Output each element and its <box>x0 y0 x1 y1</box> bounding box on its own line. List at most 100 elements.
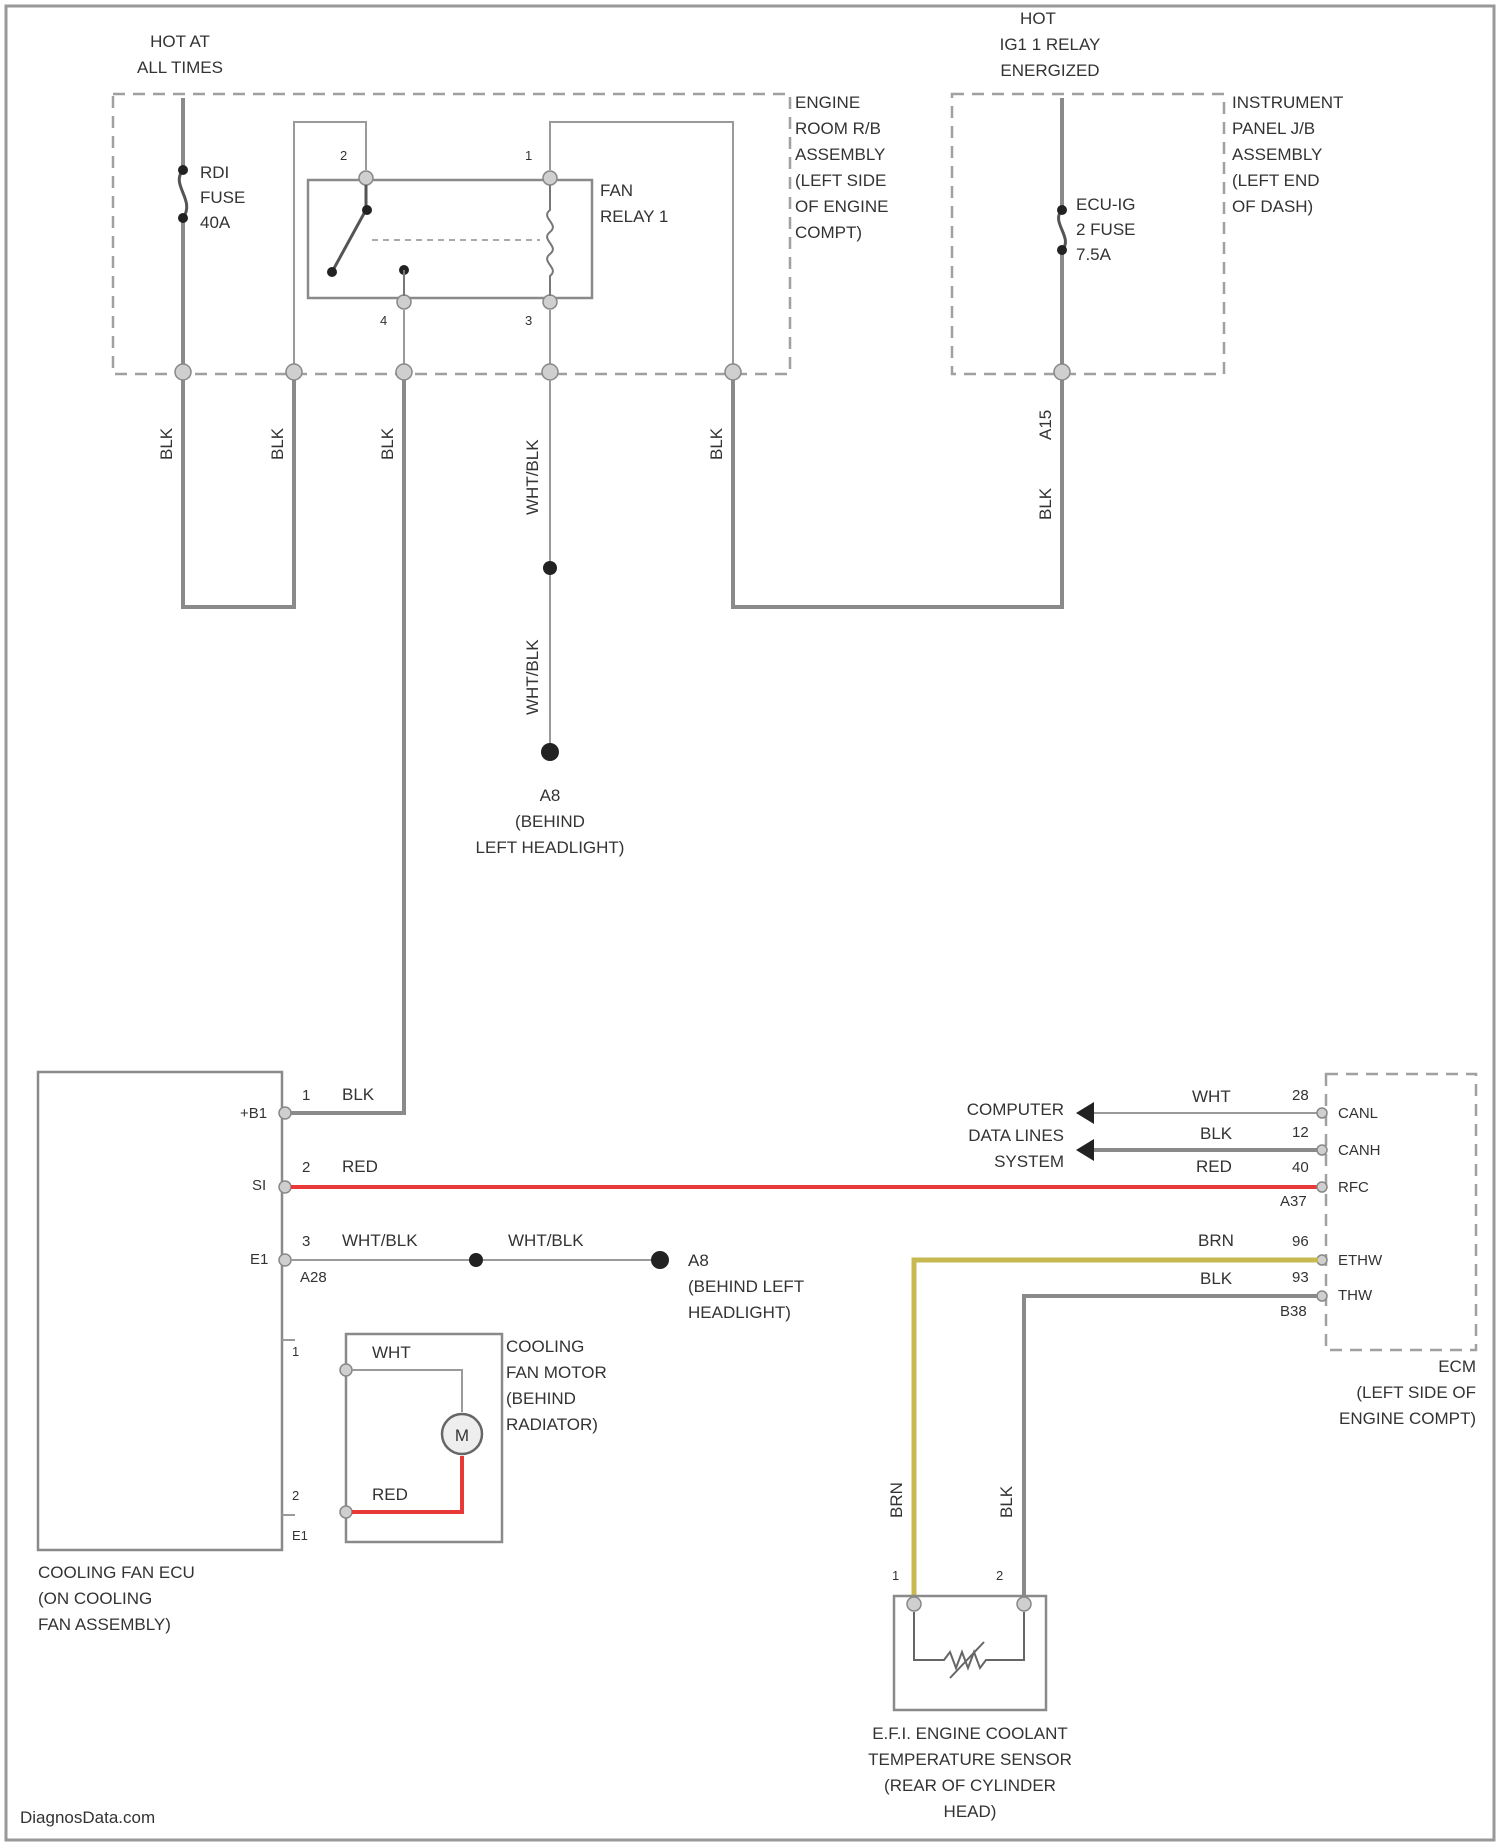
brn-label-ecm: BRN <box>1198 1231 1234 1250</box>
svg-text:ECM: ECM <box>1438 1357 1476 1376</box>
fan-power-wire <box>285 380 404 1113</box>
svg-text:96: 96 <box>1292 1233 1309 1250</box>
ground-a8-right-label: A8 (BEHIND LEFT HEADLIGHT) <box>688 1251 804 1322</box>
svg-text:COOLING: COOLING <box>506 1337 584 1356</box>
svg-text:COMPT): COMPT) <box>795 223 862 242</box>
svg-text:HEADLIGHT): HEADLIGHT) <box>688 1303 791 1322</box>
svg-text:1: 1 <box>302 1087 310 1104</box>
fan-motor-label: COOLING FAN MOTOR (BEHIND RADIATOR) <box>506 1337 607 1434</box>
ecm-label: ECM (LEFT SIDE OF ENGINE COMPT) <box>1339 1357 1476 1428</box>
svg-text:E1: E1 <box>250 1251 268 1268</box>
engine-room-jb-box <box>113 94 790 374</box>
svg-text:FUSE: FUSE <box>200 188 245 207</box>
jb-connector-terminals <box>175 364 1070 380</box>
red-label-ecm: RED <box>1196 1157 1232 1176</box>
svg-text:LEFT HEADLIGHT): LEFT HEADLIGHT) <box>476 838 625 857</box>
ethw-brn-wire <box>914 1260 1318 1600</box>
blk-label-ecu: BLK <box>342 1085 375 1104</box>
svg-text:COOLING FAN ECU: COOLING FAN ECU <box>38 1563 195 1582</box>
relay-coil-icon <box>547 185 553 296</box>
svg-text:(BEHIND LEFT: (BEHIND LEFT <box>688 1277 804 1296</box>
fan-relay-label: FAN RELAY 1 <box>600 181 668 226</box>
svg-text:B38: B38 <box>1280 1303 1307 1320</box>
blk-label-3: BLK <box>378 427 397 460</box>
svg-text:1: 1 <box>292 1344 299 1359</box>
arrow-canh-icon <box>1076 1139 1094 1161</box>
blk-label-canh: BLK <box>1200 1124 1233 1143</box>
blk-label-1: BLK <box>157 427 176 460</box>
svg-text:ASSEMBLY: ASSEMBLY <box>1232 145 1322 164</box>
connector-a15-label: A15 <box>1036 410 1055 440</box>
red-label-ecu: RED <box>342 1157 378 1176</box>
svg-text:A37: A37 <box>1280 1193 1307 1210</box>
svg-text:TEMPERATURE SENSOR: TEMPERATURE SENSOR <box>868 1750 1072 1769</box>
svg-text:2: 2 <box>292 1488 299 1503</box>
ecu-ig-fuse-label: ECU-IG 2 FUSE 7.5A <box>1076 195 1136 264</box>
page-frame <box>6 6 1494 1840</box>
svg-text:CANH: CANH <box>1338 1142 1381 1159</box>
svg-text:40: 40 <box>1292 1159 1309 1176</box>
ect-sensor-label: E.F.I. ENGINE COOLANT TEMPERATURE SENSOR… <box>868 1724 1072 1821</box>
ecu-ig-fuse-icon <box>1059 210 1066 250</box>
svg-text:(REAR OF CYLINDER: (REAR OF CYLINDER <box>884 1776 1056 1795</box>
svg-text:2: 2 <box>996 1568 1003 1583</box>
svg-text:DATA LINES: DATA LINES <box>968 1126 1064 1145</box>
hot-ig1-label-1: HOT <box>1020 9 1056 28</box>
svg-text:+B1: +B1 <box>240 1105 267 1122</box>
svg-text:COMPUTER: COMPUTER <box>967 1100 1064 1119</box>
svg-text:HEAD): HEAD) <box>944 1802 997 1821</box>
svg-text:SI: SI <box>252 1177 266 1194</box>
svg-text:ENGINE: ENGINE <box>795 93 860 112</box>
svg-text:(LEFT END: (LEFT END <box>1232 171 1320 190</box>
ecm-pins: 28 12 40 A37 96 93 B38 CANL CANH RFC ETH… <box>1280 1087 1383 1320</box>
wht-label-canl: WHT <box>1192 1087 1231 1106</box>
hot-at-all-times-label-2: ALL TIMES <box>137 58 223 77</box>
relay-switch-icon <box>332 185 367 272</box>
svg-text:RADIATOR): RADIATOR) <box>506 1415 598 1434</box>
svg-text:RDI: RDI <box>200 163 229 182</box>
svg-text:RELAY 1: RELAY 1 <box>600 207 668 226</box>
svg-text:(LEFT SIDE: (LEFT SIDE <box>795 171 886 190</box>
svg-text:28: 28 <box>1292 1087 1309 1104</box>
svg-text:E1: E1 <box>292 1528 308 1543</box>
hot-ig1-label-3: ENERGIZED <box>1000 61 1099 80</box>
relay-coil-wire <box>550 122 733 372</box>
brn-label-sensor: BRN <box>887 1482 906 1518</box>
cooling-fan-ecu-label: COOLING FAN ECU (ON COOLING FAN ASSEMBLY… <box>38 1563 195 1634</box>
svg-text:2: 2 <box>340 148 347 163</box>
svg-text:A8: A8 <box>540 786 561 805</box>
svg-text:A28: A28 <box>300 1269 327 1286</box>
svg-text:2: 2 <box>302 1159 310 1176</box>
svg-text:1: 1 <box>525 148 532 163</box>
svg-text:(BEHIND: (BEHIND <box>515 812 585 831</box>
cooling-fan-ecu-box <box>38 1072 282 1550</box>
svg-text:PANEL J/B: PANEL J/B <box>1232 119 1315 138</box>
svg-text:(BEHIND: (BEHIND <box>506 1389 576 1408</box>
svg-text:(ON COOLING: (ON COOLING <box>38 1589 152 1608</box>
wht-blk-label-lower: WHT/BLK <box>523 639 542 715</box>
watermark: DiagnosData.com <box>20 1808 155 1827</box>
svg-text:FAN: FAN <box>600 181 633 200</box>
hot-at-all-times-label-1: HOT AT <box>150 32 210 51</box>
relay-feed-wire <box>294 122 366 372</box>
thw-blk-wire <box>1024 1296 1318 1600</box>
wht-blk-label-upper: WHT/BLK <box>523 439 542 515</box>
blk-loop-wire-right <box>733 380 1062 607</box>
arrow-canl-icon <box>1076 1102 1094 1124</box>
wht-label-motor: WHT <box>372 1343 411 1362</box>
svg-text:93: 93 <box>1292 1269 1309 1286</box>
svg-text:SYSTEM: SYSTEM <box>994 1152 1064 1171</box>
svg-text:ETHW: ETHW <box>1338 1252 1383 1269</box>
blk-label-5: BLK <box>1036 487 1055 520</box>
instrument-panel-jb-label: INSTRUMENT PANEL J/B ASSEMBLY (LEFT END … <box>1232 93 1343 216</box>
svg-text:ROOM R/B: ROOM R/B <box>795 119 881 138</box>
svg-text:(LEFT SIDE OF: (LEFT SIDE OF <box>1356 1383 1476 1402</box>
svg-text:CANL: CANL <box>1338 1105 1378 1122</box>
engine-room-jb-label: ENGINE ROOM R/B ASSEMBLY (LEFT SIDE OF E… <box>795 93 889 242</box>
svg-text:12: 12 <box>1292 1124 1309 1141</box>
svg-text:FAN MOTOR: FAN MOTOR <box>506 1363 607 1382</box>
wht-blk-label-ecu: WHT/BLK <box>342 1231 418 1250</box>
blk-loop-wire-left <box>183 380 294 607</box>
svg-text:A8: A8 <box>688 1251 709 1270</box>
ground-a8-label: A8 (BEHIND LEFT HEADLIGHT) <box>476 786 625 857</box>
